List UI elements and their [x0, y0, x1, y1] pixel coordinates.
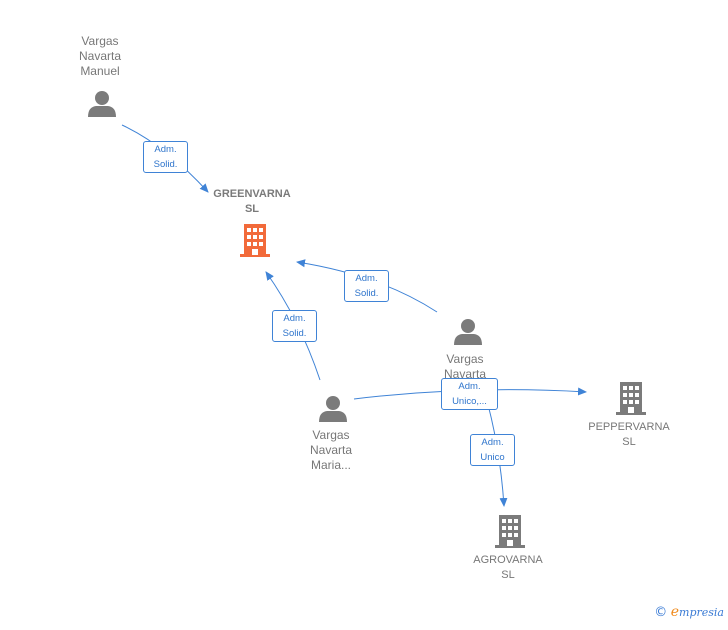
brand-footer: © empresia: [654, 604, 724, 620]
edge-label-line: Adm.: [481, 437, 504, 448]
node-label-line: Vargas: [446, 352, 484, 366]
node-label-line: AGROVARNA: [473, 554, 543, 566]
person-icon[interactable]: [319, 396, 347, 422]
node-label-line: Maria...: [310, 458, 351, 472]
edge-label-line: Unico,...: [452, 396, 487, 407]
edge-label-line: Solid.: [153, 159, 178, 170]
edge-label-maria-peppervarna[interactable]: Adm. Unico,...: [441, 378, 498, 410]
edge-label-navarta-a-greenvarna[interactable]: Adm. Solid.: [344, 270, 389, 302]
node-label-line: SL: [622, 436, 636, 448]
node-label-line: Manuel: [80, 64, 120, 78]
node-label-greenvarna[interactable]: GREENVARNA SL: [197, 187, 307, 217]
person-icon[interactable]: [454, 319, 482, 345]
brand-logo-initial: e: [670, 604, 680, 620]
edge-label-line: Unico: [480, 452, 505, 463]
node-label-line: GREENVARNA: [213, 188, 291, 200]
node-label-line: SL: [501, 569, 515, 581]
node-label-line: Vargas: [312, 428, 350, 442]
node-label-line: Navarta: [443, 367, 487, 381]
edge-label-line: Adm.: [283, 313, 306, 324]
node-label-vargas-navarta-maria[interactable]: Vargas Navarta Maria...: [276, 428, 386, 473]
node-label-line: PEPPERVARNA: [588, 421, 670, 433]
edge-label-line: Adm.: [458, 381, 481, 392]
edge-label-line: Solid.: [282, 328, 307, 339]
brand-logo-text: mpresia: [679, 606, 724, 619]
edge-label-maria-greenvarna[interactable]: Adm. Solid.: [272, 310, 317, 342]
person-icon[interactable]: [88, 91, 116, 117]
node-label-line: SL: [244, 203, 260, 215]
building-icon[interactable]: [616, 382, 646, 415]
node-label-line: Navarta: [309, 443, 353, 457]
edge-label-line: Adm.: [355, 273, 378, 284]
edge-label-line: Solid.: [354, 288, 379, 299]
edge-label-line: Adm.: [154, 144, 177, 155]
node-label-agrovarna[interactable]: AGROVARNA SL: [453, 553, 563, 583]
node-label-vargas-navarta-manuel[interactable]: Vargas Navarta Manuel: [45, 34, 155, 79]
node-label-line: Navarta: [78, 49, 122, 63]
copyright-symbol: ©: [654, 605, 668, 620]
node-label-line: Vargas: [81, 34, 119, 48]
edge-label-navarta-a-agrovarna[interactable]: Adm. Unico: [470, 434, 515, 466]
node-label-peppervarna[interactable]: PEPPERVARNA SL: [574, 420, 684, 450]
edge-label-manuel-greenvarna[interactable]: Adm. Solid.: [143, 141, 188, 173]
building-icon[interactable]: [495, 515, 525, 548]
building-icon-main[interactable]: [240, 224, 270, 257]
